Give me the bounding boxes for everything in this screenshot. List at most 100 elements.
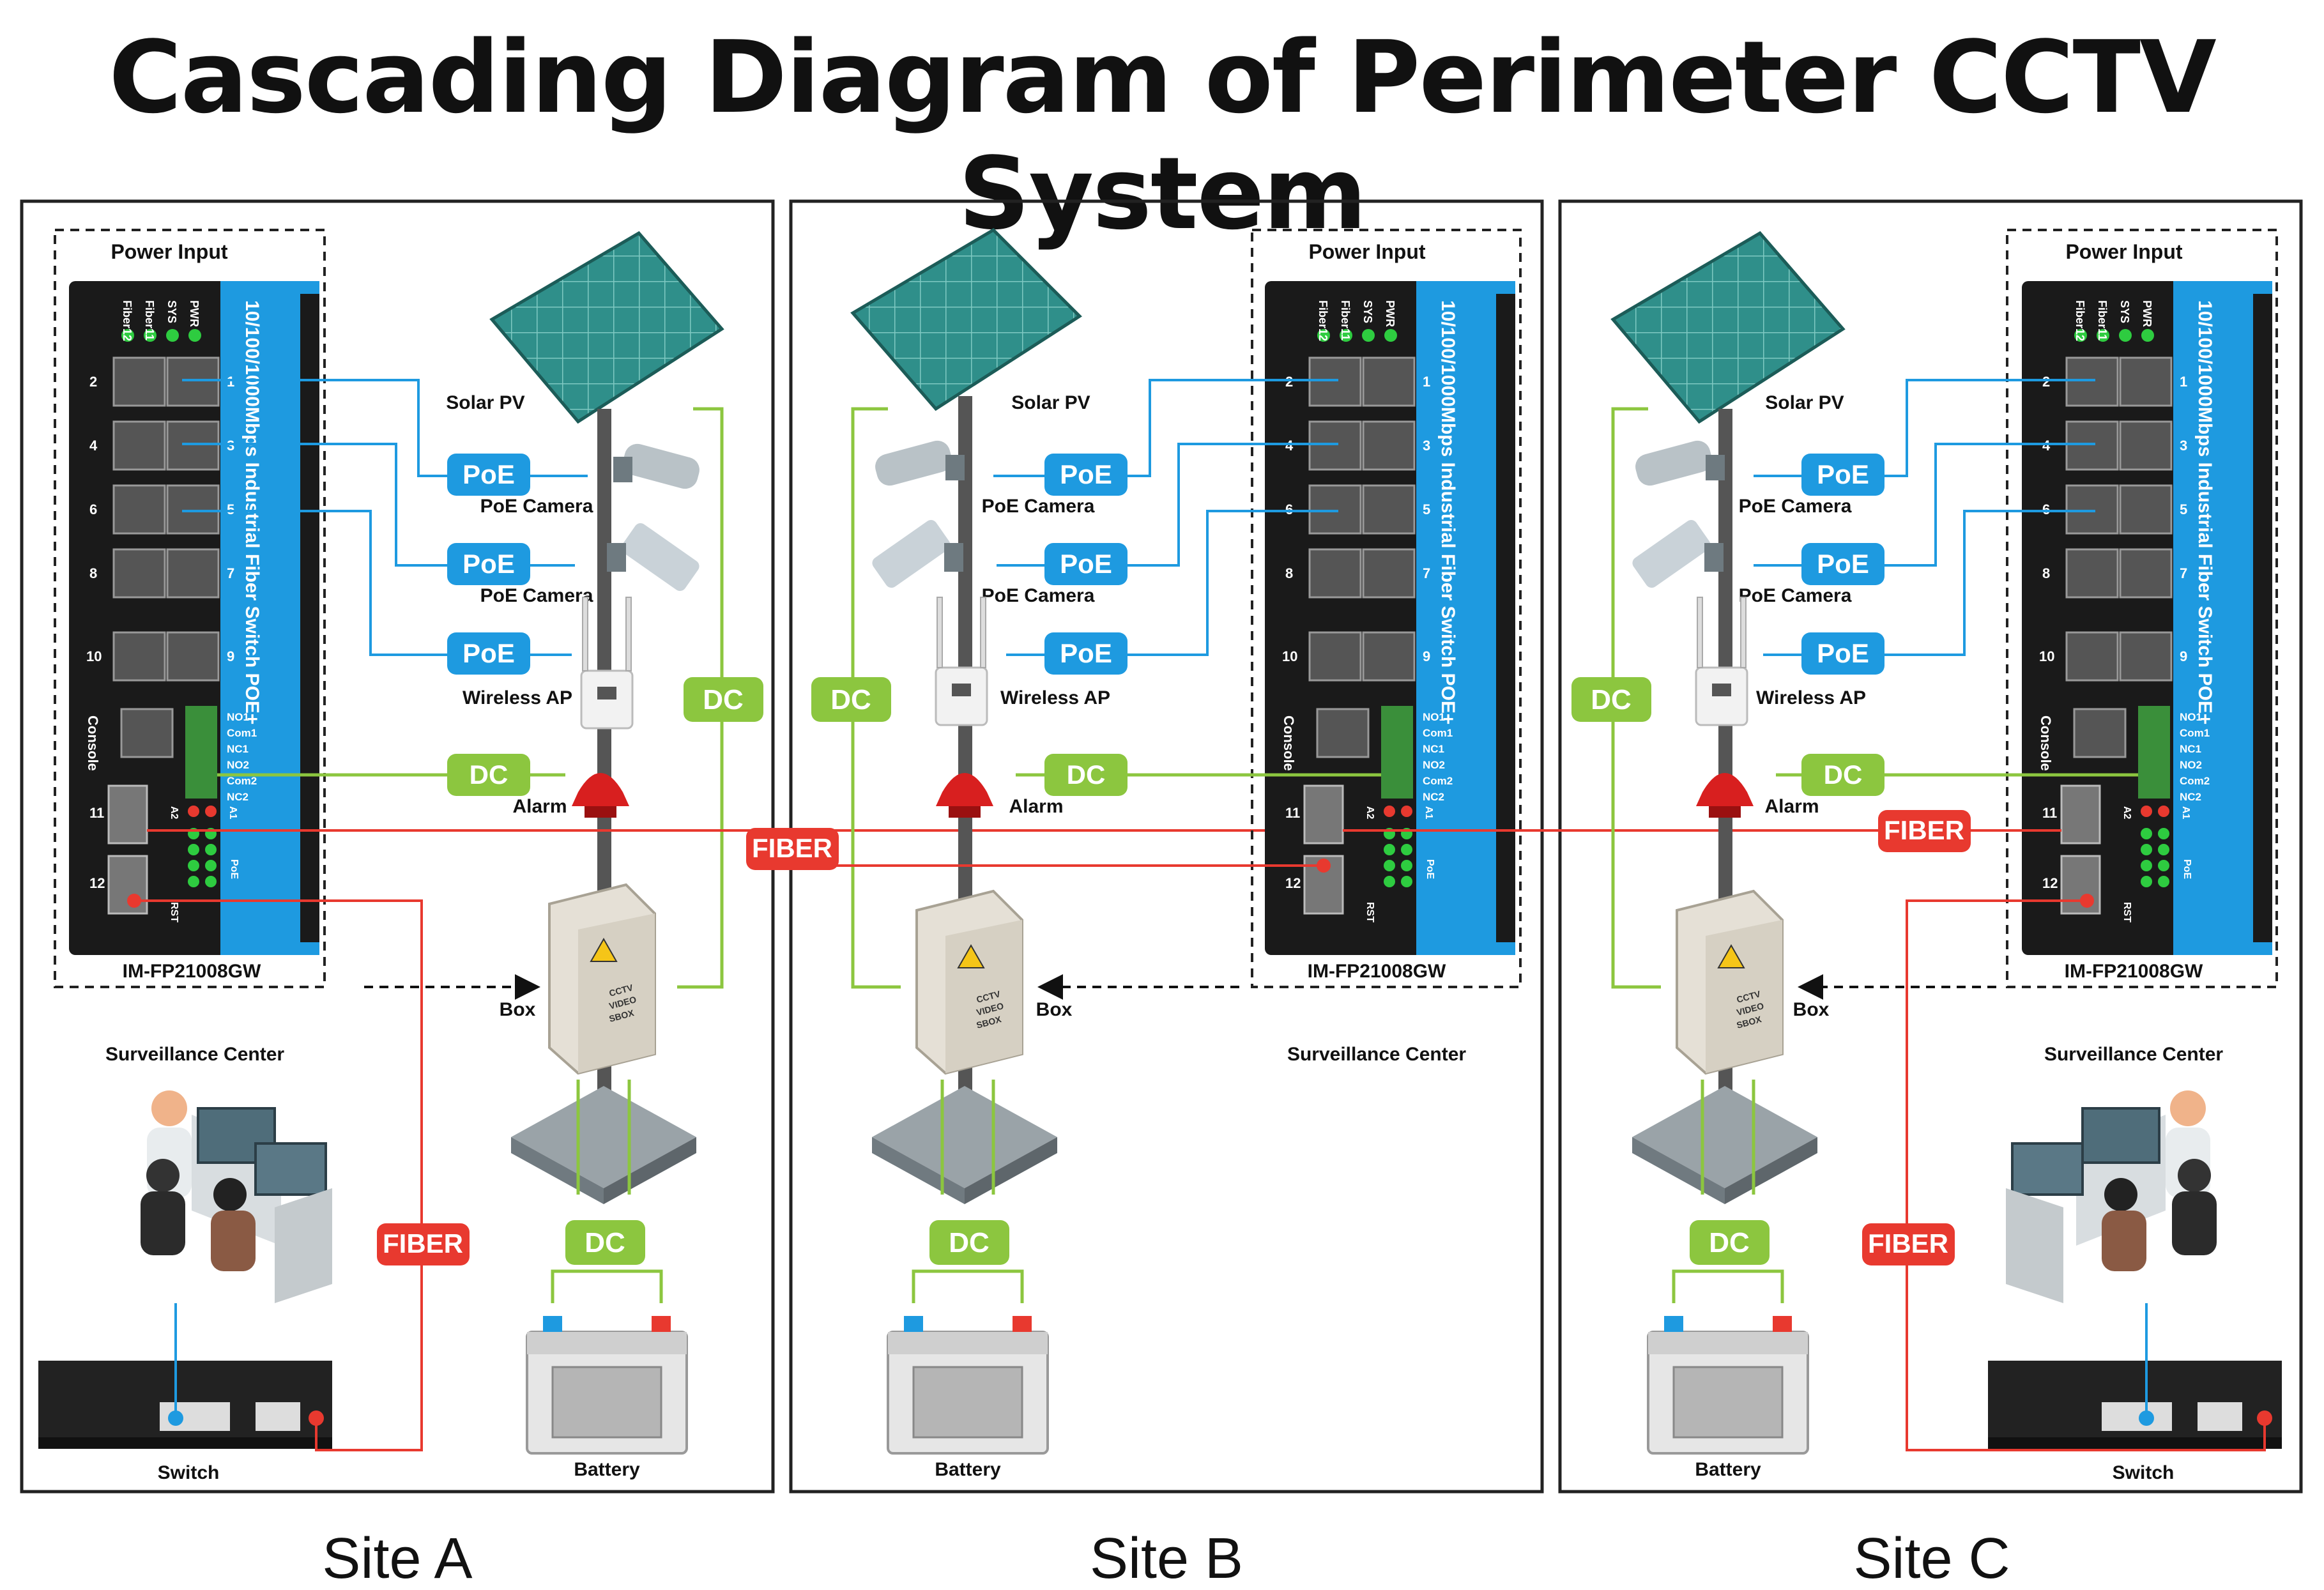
poe-tag: PoE	[1801, 632, 1884, 675]
alarm-led-label: A2	[2121, 806, 2132, 820]
wireless-ap-icon	[935, 597, 988, 726]
rst-label: RST	[2121, 902, 2132, 922]
switch-model-label: IM-FP21008GW	[123, 961, 261, 982]
cctv-box-icon: CCTV VIDEO SBOX	[1676, 889, 1784, 1075]
wireless-ap-label: Wireless AP	[463, 687, 572, 708]
svg-text:DC: DC	[1067, 760, 1106, 790]
wireless-ap-icon	[1695, 597, 1748, 726]
dc-tag: DC	[447, 754, 530, 796]
site-c-label: Site C	[1853, 1527, 2010, 1590]
alarm-led-label: A2	[1365, 806, 1375, 820]
relay-label: Com1	[227, 727, 257, 739]
poe-camera-icon	[1635, 440, 1725, 486]
wireless-ap-label: Wireless AP	[1000, 687, 1110, 708]
cctv-box-icon: CCTV VIDEO SBOX	[915, 889, 1023, 1075]
relay-label: Com1	[1423, 727, 1453, 739]
relay-label: Com1	[2180, 727, 2210, 739]
surveillance-center-label: Surveillance Center	[105, 1044, 284, 1065]
svg-text:DC: DC	[703, 684, 744, 715]
box-label: Box	[1793, 999, 1830, 1020]
site-b-label: Site B	[1090, 1527, 1243, 1590]
alarm-label: Alarm	[512, 796, 567, 817]
relay-label: NO1	[227, 711, 249, 723]
poe-camera-icon	[607, 523, 699, 592]
dc-tag: DC	[929, 1220, 1009, 1265]
poe-tag: PoE	[447, 543, 530, 585]
svg-text:FIBER: FIBER	[752, 833, 832, 863]
port-label: 4	[89, 438, 98, 454]
relay-label: Com2	[1423, 775, 1453, 787]
poe-tag: PoE	[1044, 632, 1128, 675]
port-label: 3	[1423, 438, 1430, 454]
relay-label: NC2	[2180, 791, 2201, 803]
port-label: 10	[1282, 648, 1297, 664]
port-label: 1	[1423, 374, 1430, 390]
led-label: PWR	[2141, 300, 2153, 327]
site-c: Power Input 10/100/1000Mbps Industrial F…	[1571, 229, 2282, 1483]
port-label: 2	[1285, 374, 1293, 390]
led-label: SYS	[2118, 300, 2131, 323]
rst-label: RST	[1365, 902, 1375, 922]
svg-text:PoE: PoE	[1817, 459, 1869, 489]
led-label: SYS	[1361, 300, 1374, 323]
switch-side-text: 10/100/1000Mbps Industrial Fiber Switch …	[241, 300, 263, 724]
poe-camera-icon	[875, 440, 965, 486]
svg-text:FIBER: FIBER	[383, 1228, 463, 1258]
cctv-box-icon: CCTV VIDEO SBOX	[548, 883, 656, 1075]
svg-text:PoE: PoE	[463, 638, 515, 668]
power-input-label: Power Input	[2065, 240, 2182, 263]
relay-label: NO2	[1423, 759, 1445, 771]
port-label: 7	[2180, 565, 2187, 581]
port-label: 3	[2180, 438, 2187, 454]
battery-label: Battery	[935, 1459, 1001, 1480]
box-label: Box	[1036, 999, 1073, 1020]
relay-label: NO2	[227, 759, 249, 771]
switch-area-dashed	[54, 229, 326, 988]
alarm-icon	[936, 773, 993, 818]
dc-tag: DC	[565, 1220, 645, 1265]
switch-model-label: IM-FP21008GW	[2065, 961, 2203, 982]
switch-label: Switch	[2113, 1462, 2175, 1483]
dc-tag: DC	[1801, 754, 1884, 796]
led-label: Fiber12	[121, 300, 134, 341]
switch-area-dashed	[1251, 229, 1522, 988]
relay-label: NC1	[1423, 743, 1444, 755]
sfp-port-label: 11	[2042, 805, 2057, 821]
sfp-port-label: 12	[1285, 875, 1301, 891]
relay-label: NO1	[2180, 711, 2202, 723]
fiber-tag: FIBER	[1878, 810, 1971, 852]
sfp-port-label: 12	[89, 875, 105, 891]
svg-text:PoE: PoE	[463, 549, 515, 579]
svg-text:DC: DC	[830, 684, 871, 715]
box-label: Box	[500, 999, 536, 1020]
dc-tag: DC	[1571, 677, 1651, 722]
svg-text:DC: DC	[1591, 684, 1632, 715]
port-label: 3	[227, 438, 234, 454]
svg-text:FIBER: FIBER	[1868, 1228, 1948, 1258]
surveillance-center-label: Surveillance Center	[2044, 1044, 2223, 1065]
svg-text:DC: DC	[1709, 1227, 1750, 1258]
port-label: 1	[227, 374, 234, 390]
svg-text:PoE: PoE	[1817, 549, 1869, 579]
solar-panel	[489, 231, 724, 424]
alarm-led-label: A2	[169, 806, 180, 820]
port-label: 5	[1423, 501, 1430, 517]
port-label: 8	[89, 565, 97, 581]
port-label: 4	[2042, 438, 2051, 454]
port-label: 10	[86, 648, 102, 664]
fiber-tag: FIBER	[377, 1223, 470, 1265]
sfp-port-label: 11	[89, 805, 104, 821]
poe-camera-label: PoE Camera	[480, 496, 593, 517]
switch-label: Switch	[158, 1462, 220, 1483]
poe-camera-icon	[613, 443, 699, 489]
port-label: 2	[89, 374, 97, 390]
svg-text:PoE: PoE	[1060, 638, 1112, 668]
pole-base	[1632, 1086, 1817, 1188]
console-label: Console	[85, 715, 101, 771]
port-label: 6	[1285, 501, 1293, 517]
port-label: 7	[227, 565, 234, 581]
surveillance-center-label: Surveillance Center	[1287, 1044, 1466, 1065]
battery-label: Battery	[1695, 1459, 1761, 1480]
port-label: 7	[1423, 565, 1430, 581]
power-input-label: Power Input	[111, 240, 227, 263]
